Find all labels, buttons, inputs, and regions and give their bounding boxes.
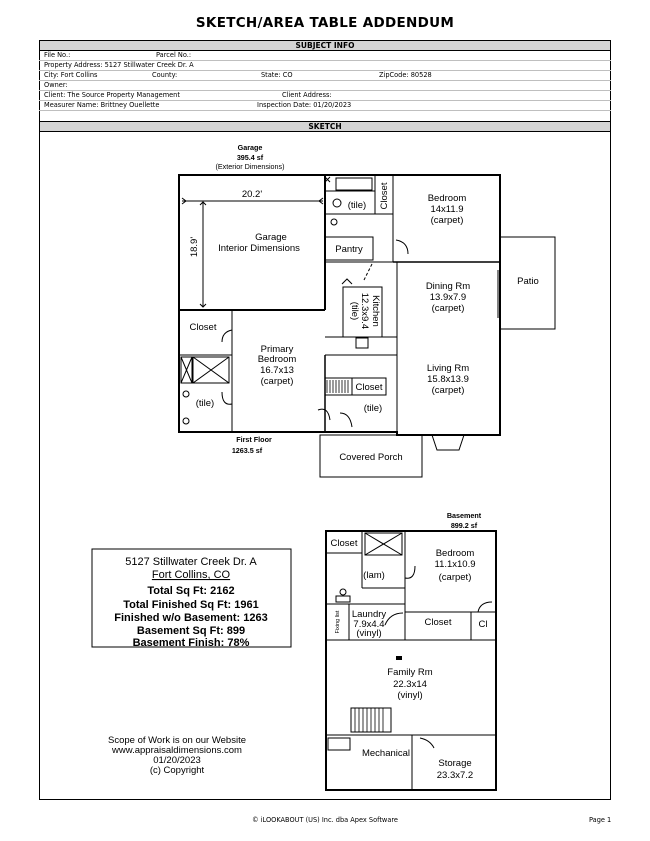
basement-closet2: Closet [425,617,452,628]
living-floor: (carpet) [432,385,465,396]
summary-address-1: 5127 Stillwater Creek Dr. A [125,556,257,568]
basement-outline [325,530,497,791]
bedroom-dims: 14x11.9 [430,204,463,215]
county: County: [152,71,178,79]
basement-bedroom-dims: 11.1x10.9 [434,559,475,570]
garage-label: Garage [238,143,263,152]
parcel-no: Parcel No.: [156,51,192,59]
summary-finished-wo-basement: Finished w/o Basement: 1263 [114,612,267,624]
garage-note: (Exterior Dimensions) [215,162,284,171]
closet-primary: Closet [190,322,217,333]
row-client: Client: The Source Property Management C… [39,91,611,101]
scope-line-4: (c) Copyright [150,765,205,776]
summary-basement: Basement Sq Ft: 899 [137,625,245,637]
state: State: CO [261,71,293,79]
first-floor-label: First Floor [236,435,272,444]
scope-line-3: 01/20/2023 [153,755,201,766]
dining-label: Dining Rm [426,281,470,292]
scope-line-2: www.appraisaldimensions.com [111,745,242,756]
kitchen-label: Kitchen [370,295,381,327]
garage-area: 395.4 sf [237,153,264,162]
covered-porch: Covered Porch [339,452,402,463]
inspection-date: Inspection Date: 01/20/2023 [257,101,352,109]
footer-page: Page 1 [589,816,612,824]
client-address: Client Address: [282,91,332,99]
row-owner: Owner: [39,81,611,91]
dining-floor: (carpet) [432,303,465,314]
patio-label: Patio [517,276,539,287]
row-file: File No.: Parcel No.: [39,51,611,61]
bath-tile: (tile) [348,200,366,211]
primary-dims: 16.7x13 [260,365,294,376]
footer-credit: © iLOOKABOUT (US) Inc. dba Apex Software [251,816,398,824]
laundry-floor: (vinyl) [356,628,381,639]
basement-area: 899.2 sf [451,521,478,530]
summary-box [91,548,292,648]
mechanical-label: Mechanical [362,748,410,759]
summary-total: Total Sq Ft: 2162 [147,585,234,597]
bedroom-floor: (carpet) [431,215,464,226]
living-dims: 15.8x13.9 [427,374,469,385]
summary-basement-finish: Basement Finish: 78% [133,637,250,649]
family-label: Family Rm [387,667,432,678]
file-no: File No.: [44,51,71,59]
basement-cl: Cl [479,619,488,630]
garage-width: 20.2' [242,189,262,200]
garage-name: Garage [255,232,287,243]
city: City: Fort Collins [44,71,98,79]
basement-label: Basement [447,511,482,520]
primary-bath-tile: (tile) [196,398,214,409]
storage-label: Storage [438,758,471,769]
kitchen-dims: 12.3x9.4 [359,293,370,329]
sketch-header: SKETCH [39,121,611,132]
page-title: SKETCH/AREA TABLE ADDENDUM [195,15,455,31]
laundry-label: Laundry [352,609,387,620]
garage-interior: Interior Dimensions [218,243,300,254]
laundry-dims: 7.9x4.4 [353,619,384,630]
measurer: Measurer Name: Brittney Ouellette [44,101,160,109]
dining-dims: 13.9x7.9 [430,292,466,303]
kitchen-floor: (tile) [349,302,360,320]
row-city: City: Fort Collins County: State: CO Zip… [39,71,611,81]
basement-closet: Closet [331,538,358,549]
closet-vertical: Closet [379,182,390,209]
summary-total-finished: Total Finished Sq Ft: 1961 [123,599,258,611]
fixing-list-label: Fixing list [335,610,341,633]
pantry-label: Pantry [335,244,363,255]
primary-label-1: Primary [261,344,294,355]
first-floor-area: 1263.5 sf [232,446,263,455]
owner: Owner: [44,81,68,89]
storage-dims: 23.3x7.2 [437,770,473,781]
subject-info-header: SUBJECT INFO [39,40,611,51]
primary-label-2: Bedroom [258,354,297,365]
living-label: Living Rm [427,363,469,374]
row-address: Property Address: 5127 Stillwater Creek … [39,61,611,71]
entry-tile: (tile) [364,403,382,414]
summary-address-2: Fort Collins, CO [152,569,231,581]
basement-bath-lam: (lam) [363,570,385,581]
basement-bedroom-floor: (carpet) [439,572,472,583]
garage-depth: 18.9' [189,237,200,257]
family-floor: (vinyl) [397,690,422,701]
closet-stair: Closet [356,382,383,393]
bedroom-label: Bedroom [428,193,467,204]
zipcode: ZipCode: 80528 [379,71,432,79]
primary-floor: (carpet) [261,376,294,387]
scope-line-1: Scope of Work is on our Website [108,735,246,746]
basement-bedroom: Bedroom [436,548,475,559]
client: Client: The Source Property Management [44,91,180,99]
family-dims: 22.3x14 [393,679,427,690]
row-measurer: Measurer Name: Brittney Ouellette Inspec… [39,101,611,111]
property-address: Property Address: 5127 Stillwater Creek … [44,61,194,69]
